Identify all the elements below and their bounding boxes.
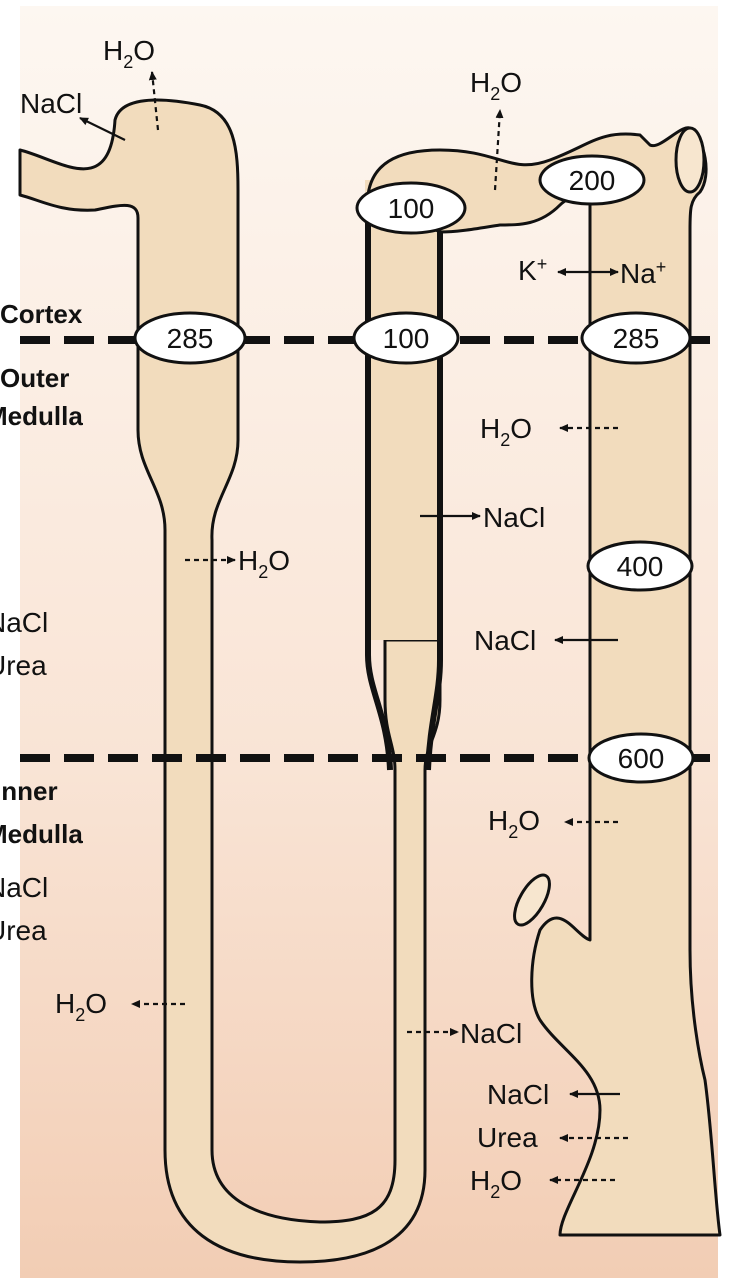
osmolality-collecting-top: 200 bbox=[569, 165, 616, 196]
nacl-label-bottom: NaCl bbox=[487, 1079, 549, 1110]
region-outer-medulla-label: Medulla bbox=[0, 401, 83, 431]
region-outer-urea-label: Urea bbox=[0, 650, 47, 681]
nacl-label-thin-ascending: NaCl bbox=[460, 1018, 522, 1049]
h2o-arrow-top-left bbox=[148, 71, 160, 131]
osmolality-collecting-outer: 400 bbox=[617, 551, 664, 582]
h2o-label-descending: H2O bbox=[238, 545, 290, 582]
h2o-label-top-left: H2O bbox=[103, 35, 155, 72]
osmolality-thick-ascending-cortex: 100 bbox=[383, 323, 430, 354]
region-outer-label: Outer bbox=[0, 363, 69, 393]
nacl-label-thick-ascending: NaCl bbox=[483, 502, 545, 533]
osmolality-collecting-cortex: 285 bbox=[613, 323, 660, 354]
h2o-label-collecting-outer-1: H2O bbox=[480, 413, 532, 450]
osmolality-distal-top: 100 bbox=[388, 193, 435, 224]
region-labels: Cortex Outer Medulla NaCl Urea Inner Med… bbox=[0, 299, 83, 946]
sodium-label: Na+ bbox=[620, 257, 666, 289]
region-inner-medulla-label: Medulla bbox=[0, 819, 83, 849]
osmolality-oval-collecting-top bbox=[538, 154, 646, 206]
region-cortex-label: Cortex bbox=[0, 299, 83, 329]
thick-ascending-wall-right bbox=[425, 230, 443, 771]
h2o-label-descending-lower: H2O bbox=[55, 988, 107, 1025]
collecting-duct-branch-opening bbox=[513, 873, 551, 927]
osmolality-oval-thick bbox=[352, 311, 460, 365]
h2o-label-bottom: H2O bbox=[470, 1165, 522, 1202]
region-outer-nacl-label: NaCl bbox=[0, 607, 48, 638]
osmolality-oval-proximal bbox=[133, 311, 247, 365]
thick-ascending-wall-left bbox=[365, 195, 393, 771]
osmolality-oval-distal-top bbox=[355, 181, 467, 235]
region-inner-nacl-label: NaCl bbox=[0, 872, 48, 903]
osmolality-oval-collecting-boundary bbox=[587, 732, 695, 784]
osmolality-oval-collecting bbox=[580, 311, 692, 365]
h2o-label-distal-top: H2O bbox=[470, 67, 522, 104]
thick-ascending-limb bbox=[365, 180, 440, 640]
osmolality-proximal-cortex: 285 bbox=[167, 323, 214, 354]
region-inner-label: Inner bbox=[0, 776, 58, 806]
nacl-out-arrow-top bbox=[79, 117, 126, 141]
h2o-label-collecting-inner: H2O bbox=[488, 805, 540, 842]
osmolality-oval-collecting-outer bbox=[586, 540, 694, 592]
potassium-label: K+ bbox=[518, 254, 547, 286]
osmolality-collecting-boundary: 600 bbox=[618, 743, 665, 774]
h2o-arrow-distal-top bbox=[493, 109, 504, 191]
nacl-label-collecting-outer: NaCl bbox=[474, 625, 536, 656]
urea-label-bottom: Urea bbox=[477, 1122, 538, 1153]
nacl-label-top-left: NaCl bbox=[20, 88, 82, 119]
collecting-duct-opening bbox=[674, 126, 706, 194]
region-inner-urea-label: Urea bbox=[0, 915, 47, 946]
